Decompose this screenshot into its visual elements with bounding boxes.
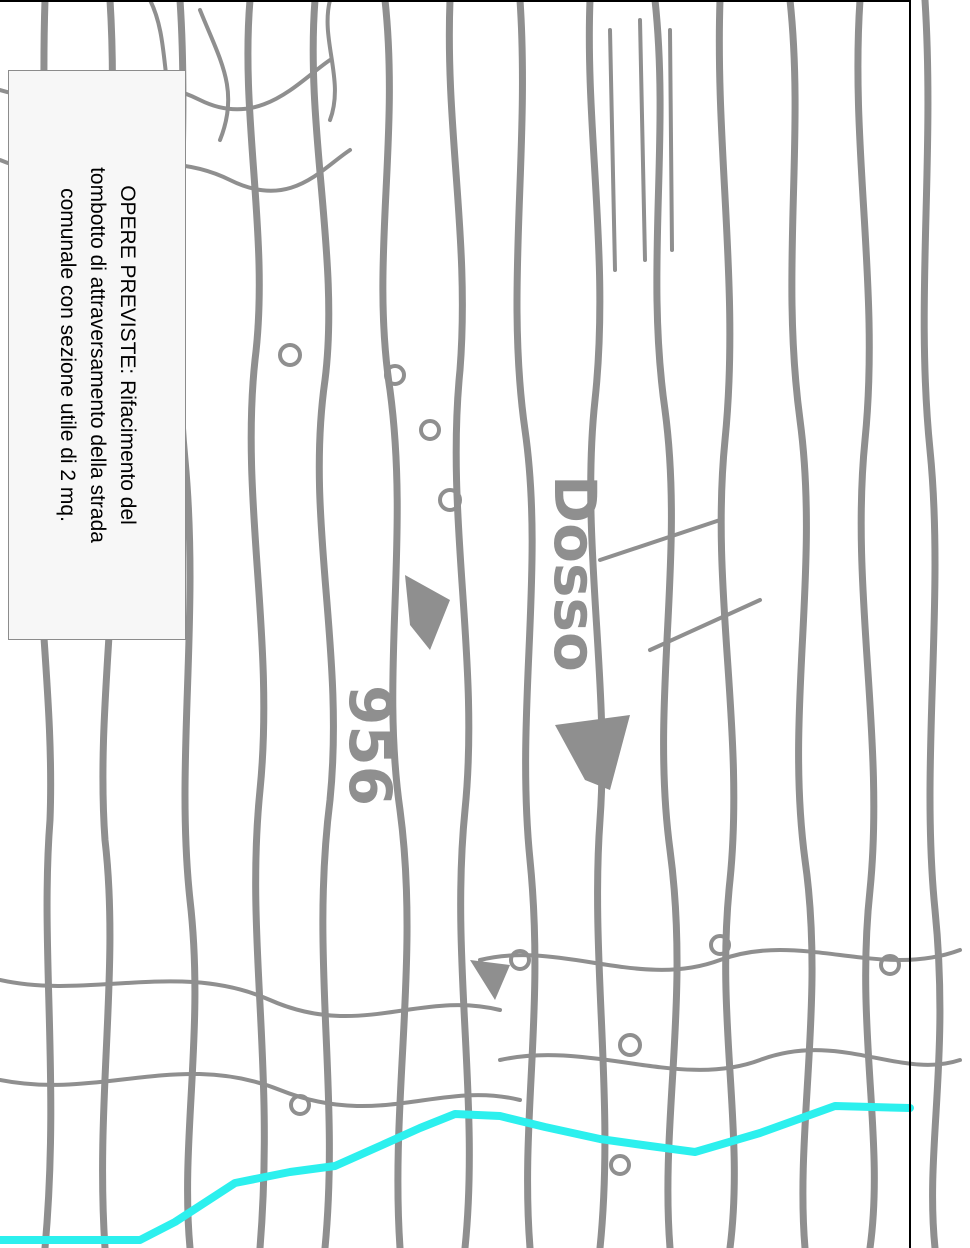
elevation-label: 956: [336, 685, 404, 806]
elevation-points: [278, 343, 901, 1176]
works-label-line: comunale con sezione utile di 2 mq.: [56, 188, 79, 522]
watercourse-line: [0, 1102, 914, 1244]
works-label-box: OPERE PREVISTE: Rifacimento del tombotto…: [8, 70, 186, 640]
works-label-text: OPERE PREVISTE: Rifacimento del tombotto…: [52, 75, 142, 635]
terrain-fills: [405, 575, 630, 1000]
works-label-line: OPERE PREVISTE: Rifacimento del: [116, 185, 139, 525]
works-label-line: tombotto di attraversamento della strada: [86, 167, 109, 543]
map-place-label: Dosso 956: [336, 475, 609, 806]
place-name: Dosso: [541, 475, 609, 672]
